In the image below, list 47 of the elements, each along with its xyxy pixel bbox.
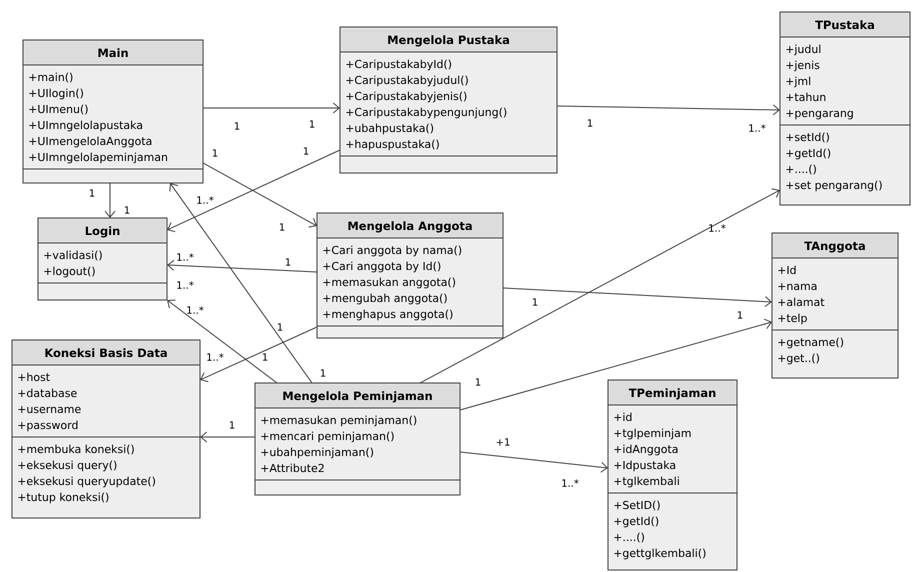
multiplicity-label: 1 xyxy=(278,323,282,331)
association-arrow xyxy=(200,432,256,442)
class-box: TPeminjaman +id +tglpeminjam +idAnggota +Idpustaka +tglkembali +SetID() +getId() +....() +gettglkembali() xyxy=(608,380,738,570)
multiplicity-label: 1 xyxy=(90,189,94,197)
multiplicity-label: 1 xyxy=(304,147,308,155)
multiplicity-label: 1 xyxy=(230,421,234,429)
class-box: Koneksi Basis Data +host +database +username +password +membuka koneksi() +eksekusi query() +eksekusi queryupdate() +tutup koneksi() xyxy=(12,340,200,518)
association-arrow xyxy=(460,452,608,473)
multiplicity-label: 1..* xyxy=(709,224,726,232)
multiplicity-label: +1 xyxy=(496,438,510,446)
multiplicity-label: 1 xyxy=(124,206,130,214)
class-box: Login +validasi() +logout() xyxy=(38,218,168,300)
association-arrow xyxy=(167,150,340,232)
class-box: Mengelola Anggota +Cari anggota by nama() +Cari anggota by Id() +memasukan anggota() +mengubah anggota() +menghapus anggota() xyxy=(316,212,504,338)
multiplicity-label: 1 xyxy=(212,149,218,157)
multiplicity-label: 1 xyxy=(234,122,240,130)
association-arrow xyxy=(202,102,340,114)
multiplicity-label: 1 xyxy=(738,311,742,319)
multiplicity-label: 1 xyxy=(588,119,592,127)
class-box: TPustaka +judul +jenis +jml +tahun +pengarang +setId() +getId() +....() +set pengarang() xyxy=(780,12,910,206)
association-arrow xyxy=(420,188,780,384)
association-arrow xyxy=(200,326,318,382)
multiplicity-label: 1..* xyxy=(177,253,194,261)
multiplicity-label: 1 xyxy=(476,378,480,386)
class-box: Main +main() +UIlogin() +UImenu() +UImngelolapustaka +UImengelolaAnggota +UImngelolapeminjaman xyxy=(22,40,204,184)
multiplicity-label: 1..* xyxy=(562,479,579,487)
multiplicity-label: 1 xyxy=(280,223,284,231)
association-arrow xyxy=(556,104,780,116)
multiplicity-label: 1..* xyxy=(749,124,766,132)
class-box: Mengelola Peminjaman +memasukan peminjaman() +mencari peminjaman() +ubahpeminjaman() +Attribute2 xyxy=(254,382,460,496)
association-arrow xyxy=(169,183,312,384)
multiplicity-label: 1..* xyxy=(177,281,194,289)
class-box: TAnggota +Id +nama +alamat +telp +getname() +get..() xyxy=(772,232,898,378)
multiplicity-label: 1..* xyxy=(187,306,204,314)
multiplicity-label: 1 xyxy=(286,258,290,266)
association-arrow xyxy=(167,300,278,384)
association-arrow xyxy=(202,162,317,228)
association-arrow xyxy=(460,318,772,410)
multiplicity-label: 1 xyxy=(262,353,268,361)
multiplicity-label: 1 xyxy=(532,298,538,306)
association-arrow xyxy=(104,182,116,218)
association-arrow xyxy=(502,288,772,308)
multiplicity-label: 1 xyxy=(310,120,314,128)
multiplicity-label: 1..* xyxy=(197,196,214,204)
association-arrow xyxy=(167,260,318,272)
multiplicity-label: 1..* xyxy=(207,353,224,361)
class-box: Mengelola Pustaka +CaripustakabyId() +Caripustakabyjudul() +Caripustakabyjenis() +Caripustakabypengunjung() +ubahpustaka() +hapuspustaka() xyxy=(340,26,558,174)
